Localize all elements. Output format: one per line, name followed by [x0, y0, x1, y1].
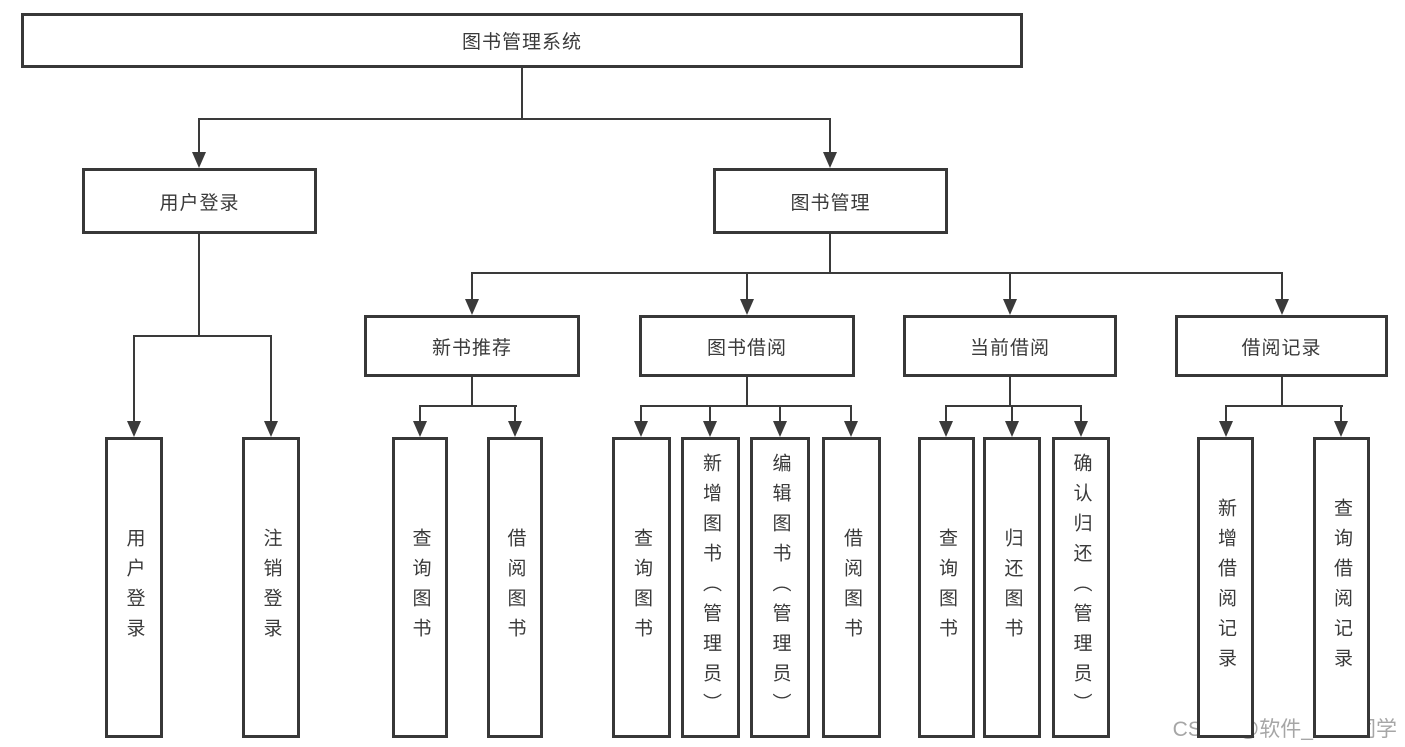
- leaf-query-books-3: 查询图书: [918, 437, 975, 738]
- leaf-query-books-label: 查询图书: [409, 527, 431, 648]
- leaf-query-books: 查询图书: [392, 437, 448, 738]
- leaf-add-borrow-record: 新增借阅记录: [1197, 437, 1254, 738]
- connector-leaf: [945, 405, 947, 423]
- connector-user-login-rail: [133, 335, 272, 337]
- connector-to-current-borrowing: [1009, 272, 1011, 301]
- leaf-add-book-admin-label: 新增图书（管理员）: [700, 452, 721, 723]
- arrow-down-icon: [264, 421, 278, 437]
- connector-to-book-management: [829, 118, 831, 154]
- connector-leaf: [709, 405, 711, 423]
- connector-leaf: [640, 405, 642, 423]
- connector-leaf: [1225, 405, 1227, 423]
- node-new-book-recommendation: 新书推荐: [364, 315, 580, 377]
- node-book-borrowing: 图书借阅: [639, 315, 855, 377]
- leaf-query-borrow-record-label: 查询借阅记录: [1331, 497, 1352, 678]
- leaf-borrow-books-label: 借阅图书: [504, 527, 526, 648]
- leaf-add-book-admin: 新增图书（管理员）: [681, 437, 740, 738]
- connector-leaf: [419, 405, 421, 423]
- connector-leaf: [1011, 405, 1013, 423]
- node-borrowing-records: 借阅记录: [1175, 315, 1388, 377]
- connector-to-borrowing-records: [1281, 272, 1283, 301]
- connector-to-leaf-logout: [270, 335, 272, 423]
- connector-group0-stem: [471, 377, 473, 405]
- connector-to-new-book-recommend: [471, 272, 473, 301]
- arrow-down-icon: [1005, 421, 1019, 437]
- arrow-down-icon: [192, 152, 206, 168]
- leaf-borrow-books: 借阅图书: [487, 437, 543, 738]
- connector-group3-stem: [1281, 377, 1283, 405]
- connector-group0-rail: [419, 405, 517, 407]
- arrow-down-icon: [1074, 421, 1088, 437]
- arrow-down-icon: [823, 152, 837, 168]
- leaf-return-books-label: 归还图书: [1001, 527, 1023, 648]
- leaf-logout: 注销登录: [242, 437, 300, 738]
- connector-user-login-stem: [198, 234, 200, 335]
- arrow-down-icon: [1219, 421, 1233, 437]
- leaf-return-books: 归还图书: [983, 437, 1041, 738]
- leaf-query-borrow-record: 查询借阅记录: [1313, 437, 1370, 738]
- arrow-down-icon: [1334, 421, 1348, 437]
- leaf-borrow-books-2: 借阅图书: [822, 437, 881, 738]
- connector-group1-stem: [746, 377, 748, 405]
- leaf-confirm-return-admin-label: 确认归还（管理员）: [1070, 452, 1092, 723]
- connector-leaf: [1340, 405, 1342, 423]
- arrow-down-icon: [1003, 299, 1017, 315]
- arrow-down-icon: [413, 421, 427, 437]
- leaf-add-borrow-record-label: 新增借阅记录: [1215, 497, 1236, 678]
- arrow-down-icon: [634, 421, 648, 437]
- connector-group1-rail: [640, 405, 852, 407]
- leaf-query-books-2: 查询图书: [612, 437, 671, 738]
- arrow-down-icon: [465, 299, 479, 315]
- arrow-down-icon: [939, 421, 953, 437]
- connector-leaf: [779, 405, 781, 423]
- connector-leaf: [514, 405, 516, 423]
- leaf-edit-book-admin-label: 编辑图书（管理员）: [769, 452, 791, 723]
- leaf-user-login: 用户登录: [105, 437, 163, 738]
- connector-group2-stem: [1009, 377, 1011, 405]
- leaf-query-books-3-label: 查询图书: [936, 527, 957, 648]
- connector-group2-rail: [945, 405, 1082, 407]
- connector-book-management-rail: [471, 272, 1283, 274]
- arrow-down-icon: [844, 421, 858, 437]
- node-library-management-system: 图书管理系统: [21, 13, 1023, 68]
- node-book-management: 图书管理: [713, 168, 948, 234]
- leaf-user-login-label: 用户登录: [123, 527, 145, 648]
- arrow-down-icon: [508, 421, 522, 437]
- connector-leaf: [1080, 405, 1082, 423]
- arrow-down-icon: [773, 421, 787, 437]
- connector-root-rail: [198, 118, 831, 120]
- node-current-borrowing: 当前借阅: [903, 315, 1117, 377]
- leaf-logout-label: 注销登录: [260, 527, 282, 648]
- connector-to-user-login: [198, 118, 200, 154]
- node-user-login: 用户登录: [82, 168, 317, 234]
- connector-leaf: [850, 405, 852, 423]
- leaf-borrow-books-2-label: 借阅图书: [841, 527, 862, 648]
- connector-book-management-stem: [829, 234, 831, 272]
- arrow-down-icon: [703, 421, 717, 437]
- arrow-down-icon: [127, 421, 141, 437]
- leaf-confirm-return-admin: 确认归还（管理员）: [1052, 437, 1110, 738]
- connector-root-stem: [521, 68, 523, 118]
- arrow-down-icon: [1275, 299, 1289, 315]
- connector-to-leaf-user-login: [133, 335, 135, 423]
- arrow-down-icon: [740, 299, 754, 315]
- leaf-query-books-2-label: 查询图书: [631, 527, 652, 648]
- connector-group3-rail: [1225, 405, 1343, 407]
- leaf-edit-book-admin: 编辑图书（管理员）: [750, 437, 810, 738]
- connector-to-book-borrowing: [746, 272, 748, 301]
